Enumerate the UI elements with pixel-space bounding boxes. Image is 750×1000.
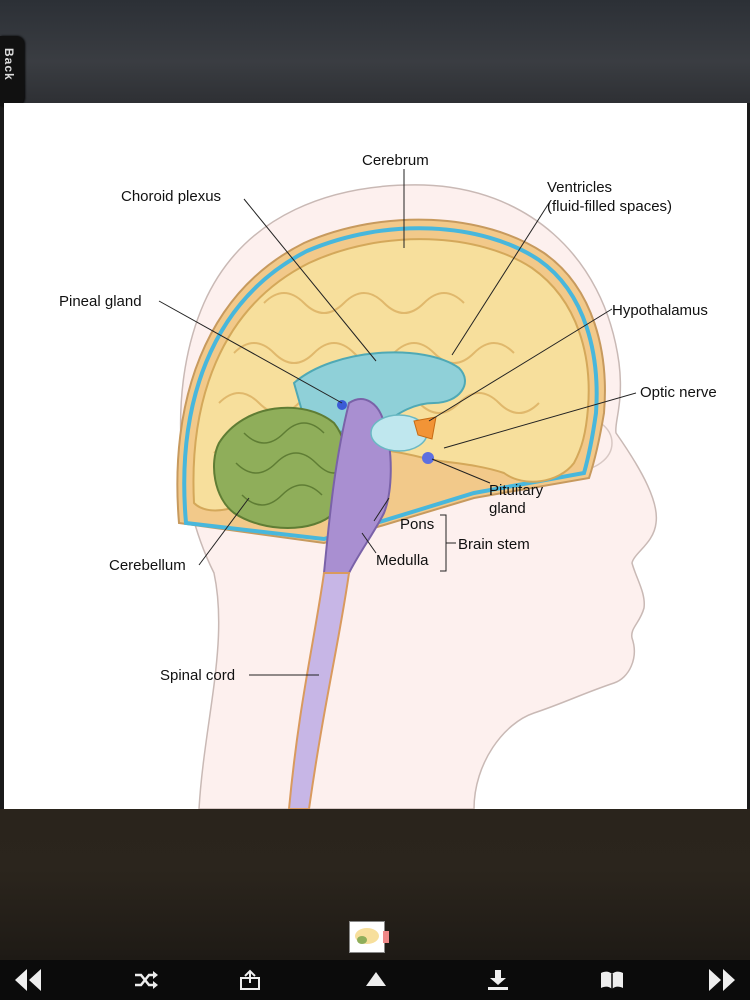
shuffle-icon xyxy=(135,971,158,989)
spinal-cord-shape xyxy=(287,572,351,809)
book-button[interactable] xyxy=(594,960,630,1000)
shuffle-button[interactable] xyxy=(128,960,164,1000)
fast-forward-button[interactable] xyxy=(702,960,742,1000)
eject-icon xyxy=(366,972,386,986)
label-pituitary-gland: gland xyxy=(489,500,526,517)
label-choroid-plexus: Choroid plexus xyxy=(121,188,221,205)
thumbnail-brain-icon xyxy=(355,928,379,944)
thumbnail-marker xyxy=(383,931,389,943)
rewind-button[interactable] xyxy=(8,960,48,1000)
fast-forward-icon xyxy=(709,969,735,991)
csf-layer xyxy=(182,226,599,542)
download-button[interactable] xyxy=(480,960,516,1000)
label-brain-stem: Brain stem xyxy=(458,536,530,553)
label-spinal-cord: Spinal cord xyxy=(160,667,235,684)
back-label: Back xyxy=(2,48,16,81)
label-cerebellum: Cerebellum xyxy=(109,557,186,574)
top-bar xyxy=(0,0,750,103)
label-pineal-gland: Pineal gland xyxy=(59,293,142,310)
download-icon xyxy=(488,970,508,990)
page-thumbnail[interactable] xyxy=(349,921,385,953)
cerebellum-folia xyxy=(235,422,347,506)
label-ventricles-sub: (fluid-filled spaces) xyxy=(547,198,672,215)
brain-anatomy-illustration: Cerebrum Choroid plexus Ventricles (flui… xyxy=(59,152,717,809)
label-cerebrum: Cerebrum xyxy=(362,152,429,169)
label-ventricles: Ventricles xyxy=(547,179,612,196)
share-icon xyxy=(240,969,260,990)
hypothalamus-shape xyxy=(413,416,437,440)
cerebellum-shape xyxy=(213,406,349,529)
book-icon xyxy=(601,971,623,989)
label-pituitary: Pituitary xyxy=(489,482,544,499)
label-optic-nerve: Optic nerve xyxy=(640,384,717,401)
share-button[interactable] xyxy=(232,960,268,1000)
bottom-toolbar xyxy=(0,960,750,1000)
label-medulla: Medulla xyxy=(376,552,429,569)
rewind-icon xyxy=(15,969,41,991)
back-button[interactable]: Back xyxy=(0,36,24,106)
pineal-gland-shape xyxy=(337,400,347,410)
label-hypothalamus: Hypothalamus xyxy=(612,302,708,319)
leader-lines xyxy=(158,169,637,676)
label-pons: Pons xyxy=(400,516,434,533)
pituitary-gland-shape xyxy=(422,452,434,464)
eject-button[interactable] xyxy=(358,960,394,1000)
image-viewer: Cerebrum Choroid plexus Ventricles (flui… xyxy=(4,103,747,809)
